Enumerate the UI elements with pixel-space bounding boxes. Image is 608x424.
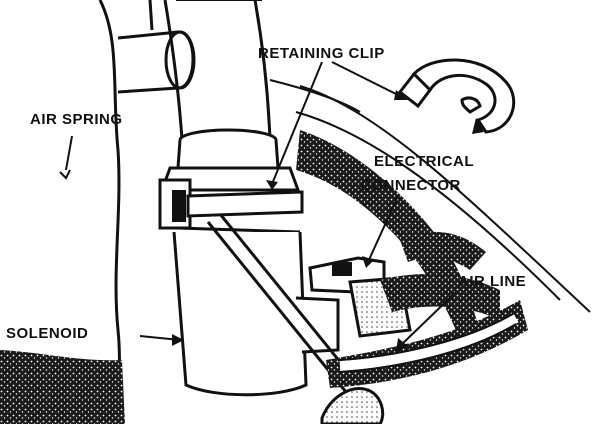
label-air-spring: AIR SPRING — [30, 111, 123, 128]
label-retaining-clip: RETAINING CLIP — [258, 45, 385, 62]
solenoid-body — [172, 231, 340, 397]
label-electrical-connector-line1: ELECTRICAL — [374, 153, 474, 170]
air-spring-body — [0, 0, 154, 424]
retaining-clip-band — [158, 178, 304, 234]
loose-retaining-clip — [397, 58, 516, 134]
housing-upper — [163, 0, 272, 141]
label-air-line: AIR LINE — [458, 273, 527, 290]
leader-lines — [59, 61, 457, 352]
air-line-tube — [339, 311, 519, 373]
label-electrical-connector-line2: CONNECTOR — [360, 177, 461, 194]
label-solenoid: SOLENOID — [6, 325, 89, 342]
frame-lines — [269, 79, 591, 313]
screwdriver — [206, 213, 385, 424]
solenoid-collar — [159, 128, 301, 192]
air-spring-stub — [117, 30, 196, 94]
